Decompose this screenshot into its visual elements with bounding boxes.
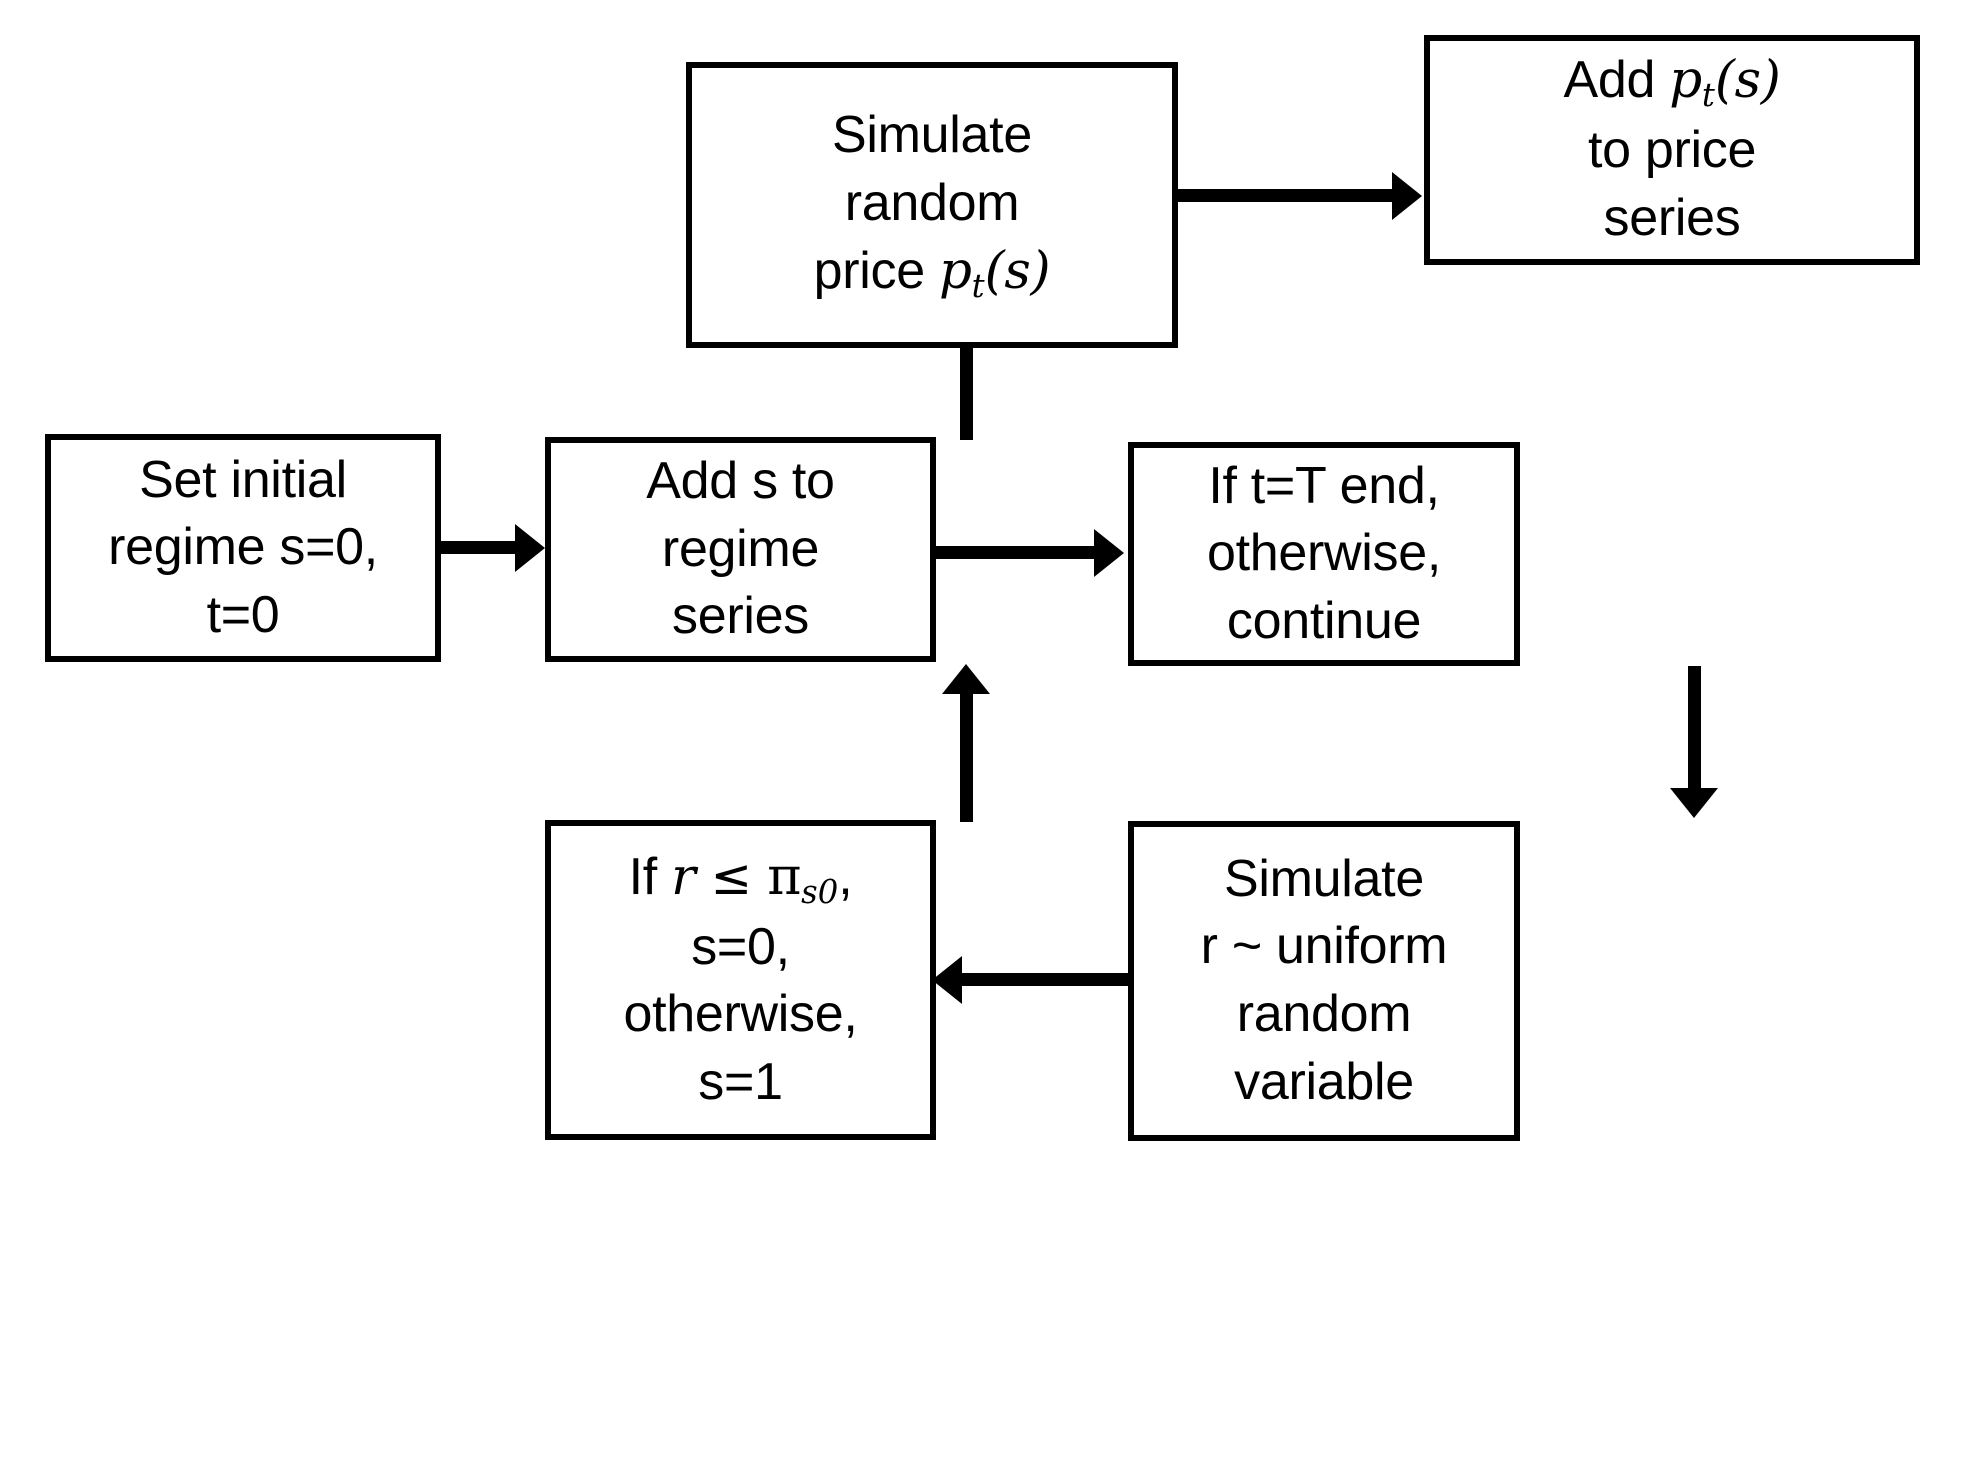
edge-regime-to-check-line <box>936 546 1096 559</box>
edge-rule-to-regime-arrowhead-icon <box>942 664 990 694</box>
math-symbol-p: p <box>939 240 972 301</box>
math-symbol-r: r <box>671 846 696 907</box>
node-check-time-end[interactable]: If t=T end, otherwise, continue <box>1128 442 1520 666</box>
edge-simulate-r-to-rule-arrowhead-icon <box>932 956 962 1004</box>
node-simulate-random-price[interactable]: Simulate random price pt(s) <box>686 62 1178 348</box>
node-line-2: regime <box>661 519 820 578</box>
node-line-3: continue <box>1226 591 1422 650</box>
math-symbol-p: p <box>1669 50 1702 111</box>
node-line-1-prefix: If <box>628 847 672 906</box>
node-add-s-to-regime-series[interactable]: Add s to regime series <box>545 437 936 662</box>
node-line-4: variable <box>1234 1052 1414 1111</box>
node-line-2: random <box>844 174 1020 233</box>
node-line-2: otherwise, <box>1207 524 1441 583</box>
node-line-3-prefix: price <box>813 241 940 300</box>
node-line-4: s=1 <box>698 1052 783 1111</box>
edge-check-to-simulate-r-line <box>1688 666 1701 792</box>
node-line-1-prefix: Add <box>1563 51 1670 110</box>
node-regime-transition-rule[interactable]: If r ≤ πs0, s=0, otherwise, s=1 <box>545 820 936 1140</box>
node-line-1: If t=T end, <box>1208 456 1440 515</box>
node-line-1: Simulate <box>832 106 1032 165</box>
edge-init-to-regime-arrowhead-icon <box>515 524 545 572</box>
math-args-s: (s) <box>1714 50 1781 111</box>
node-line-3: price pt(s) <box>814 238 1051 308</box>
node-line-3: random <box>1236 985 1412 1043</box>
node-set-initial-regime[interactable]: Set initial regime s=0, t=0 <box>45 434 441 662</box>
node-line-1: Set initial <box>139 450 347 509</box>
edge-regime-to-price-line <box>960 348 973 440</box>
math-args-s: (s) <box>984 240 1051 301</box>
node-simulate-uniform-random[interactable]: Simulate r ~ uniform random variable <box>1128 821 1520 1141</box>
edge-init-to-regime-line <box>441 541 519 554</box>
node-line-2: to price <box>1587 121 1757 180</box>
edge-simulate-r-to-rule-line <box>962 973 1130 986</box>
edge-rule-to-regime-line <box>960 692 973 822</box>
edge-check-to-simulate-r-arrowhead-icon <box>1670 788 1718 818</box>
math-subscript-t: t <box>971 266 985 305</box>
node-line-1: If r ≤ πs0, <box>629 844 853 914</box>
edge-price-to-series-line <box>1178 189 1394 202</box>
node-line-3: otherwise, <box>623 985 858 1044</box>
edge-price-to-series-arrowhead-icon <box>1392 172 1422 220</box>
node-line-1-suffix: , <box>838 847 853 906</box>
math-operator-less-equal: ≤ <box>695 847 768 906</box>
node-line-3: series <box>1603 188 1741 247</box>
math-subscript-t: t <box>1701 76 1715 115</box>
edge-regime-to-check-arrowhead-icon <box>1094 529 1124 577</box>
node-line-1: Add pt(s) <box>1563 47 1780 117</box>
node-line-2: s=0, <box>691 917 790 976</box>
math-symbol-pi: π <box>767 846 802 907</box>
node-line-3: t=0 <box>206 585 280 644</box>
node-line-1: Simulate <box>1224 849 1424 908</box>
node-add-price-to-series[interactable]: Add pt(s) to price series <box>1424 35 1920 265</box>
math-subscript-s0: s0 <box>801 872 839 911</box>
node-line-3: series <box>672 587 809 646</box>
node-line-2: r ~ uniform <box>1200 917 1448 976</box>
node-line-2: regime s=0, <box>108 518 378 577</box>
node-line-1: Add s to <box>646 452 835 511</box>
